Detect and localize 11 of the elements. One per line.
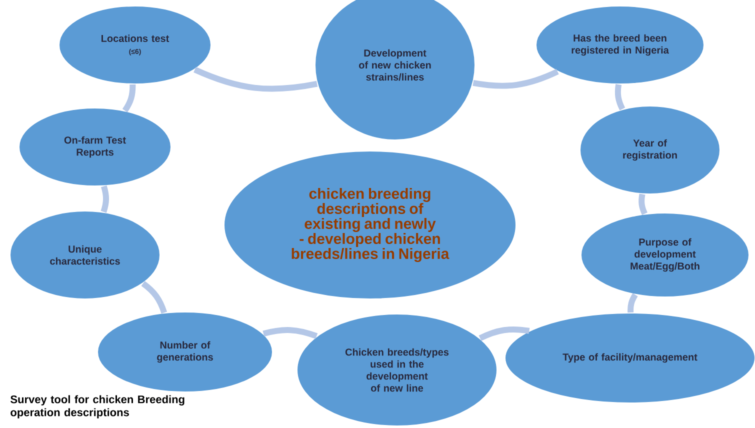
ring-arc (194, 66, 318, 92)
ring-arc (262, 327, 318, 339)
ring-arc (100, 185, 110, 213)
ring-arc (638, 194, 648, 215)
caption-text: Survey tool for chicken Breeding operation descriptions (10, 395, 184, 418)
ring-arc (614, 84, 626, 110)
ring-arc (478, 326, 530, 341)
ring-arc (122, 84, 136, 112)
ring-arc (628, 293, 638, 313)
ring-arc (472, 68, 559, 89)
ring-arc (141, 281, 168, 314)
